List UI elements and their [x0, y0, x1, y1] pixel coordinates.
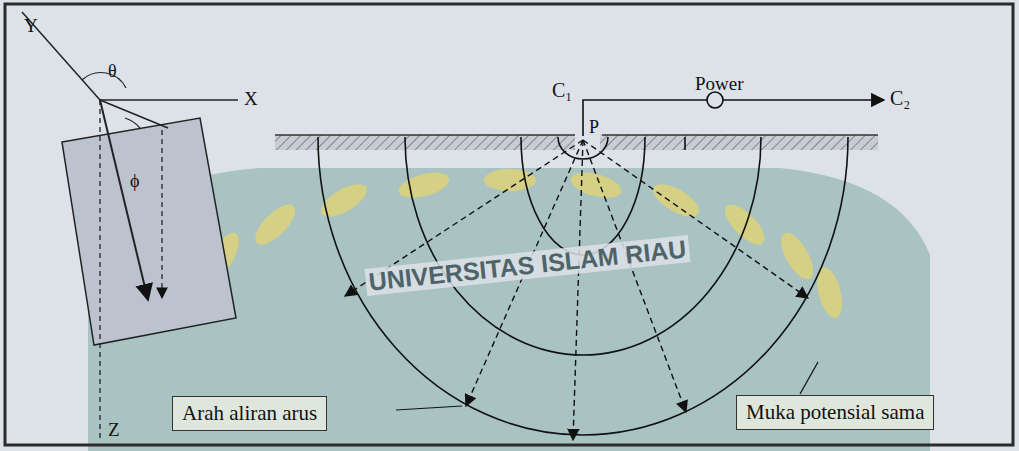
callout-text: Muka potensial sama [746, 401, 924, 424]
z-axis [99, 100, 100, 440]
theta-arc [82, 73, 126, 88]
watermark-dot [813, 265, 847, 321]
vector-arrow [100, 100, 148, 300]
watermark-dot [775, 228, 820, 284]
leader-line [800, 362, 818, 394]
axis-label: X [244, 89, 258, 108]
watermark-dot [648, 178, 704, 223]
projection [161, 130, 162, 298]
electrode-label: C₂ [890, 88, 910, 108]
ground-surface [275, 135, 575, 150]
plane [62, 118, 236, 345]
angle-label: ϕ [130, 172, 139, 190]
frame-border [5, 4, 1013, 445]
watermark-dots [173, 168, 847, 321]
watermark-dot [396, 168, 452, 203]
y-axis [22, 12, 100, 100]
x-axis [100, 99, 238, 101]
angle-label: θ [108, 62, 117, 80]
ground-surface [600, 135, 878, 150]
callout-text: Arah aliran arus [182, 402, 317, 425]
equipotential-lines [318, 137, 848, 435]
watermark-dot [249, 198, 301, 250]
point-label: P [586, 117, 602, 137]
power-wire [583, 100, 884, 136]
power-source [707, 92, 723, 108]
axis-label: Z [108, 420, 120, 439]
phi-arc [125, 118, 140, 128]
callout-box: Arah aliran arus [172, 396, 327, 431]
surface-line [275, 134, 575, 135]
surface-line [600, 134, 878, 135]
watermark-dot [484, 169, 536, 191]
leader-line [396, 406, 462, 410]
callout-box: Muka potensial sama [736, 395, 934, 430]
watermark-dot [719, 198, 771, 250]
axis-label: Y [24, 16, 38, 35]
power-label: Power [695, 74, 744, 93]
dip-line [100, 100, 168, 128]
electrode-label: C₁ [552, 80, 572, 100]
